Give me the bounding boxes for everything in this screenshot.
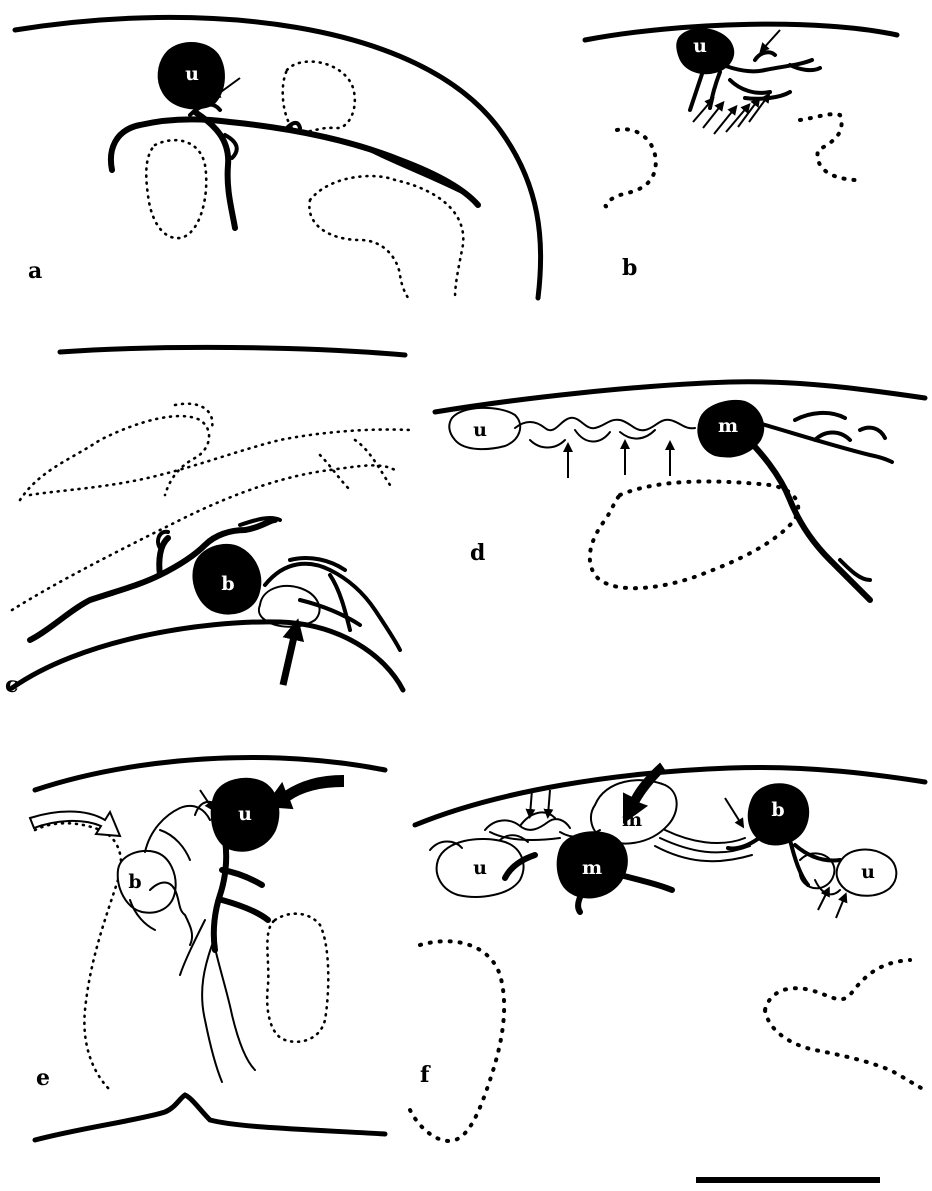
dendrite — [190, 105, 470, 196]
arrow — [714, 108, 735, 134]
dendrite — [111, 119, 478, 205]
arrow — [818, 890, 828, 910]
nucleus-outline — [30, 429, 410, 495]
panel-label: d — [470, 540, 485, 566]
section-boundary — [15, 17, 541, 298]
nucleus-outline — [146, 140, 206, 238]
section-boundary — [585, 24, 897, 40]
cell-label: b — [771, 799, 784, 821]
cell-label: u — [238, 803, 252, 825]
arrow — [725, 798, 742, 825]
cell-label: u — [185, 63, 199, 85]
cell-label: b — [128, 871, 141, 893]
cell-label: u — [473, 419, 487, 441]
panel-a: u a — [15, 17, 541, 298]
section-boundary — [60, 347, 405, 355]
arrow — [548, 790, 550, 815]
section-boundary — [435, 382, 925, 412]
cell-label: m — [718, 415, 738, 437]
dendrite — [740, 432, 870, 600]
arrow — [762, 30, 780, 50]
panel-label: f — [420, 1062, 431, 1088]
nucleus-outline — [606, 129, 656, 206]
panel-b: u b — [585, 24, 897, 281]
nucleus-outline — [309, 176, 463, 298]
large-arrow-filled — [266, 776, 343, 808]
panel-label: a — [28, 258, 42, 284]
nucleus-outline — [800, 114, 855, 180]
nucleus-outline — [590, 481, 798, 588]
dendrite — [195, 112, 235, 228]
arrow — [283, 628, 296, 685]
nucleus-outline — [765, 960, 925, 1090]
cell-label: u — [473, 857, 487, 879]
dendrite — [214, 840, 268, 950]
panel-e: u b e — [30, 757, 385, 1140]
panel-f: u m m b u f — [410, 764, 925, 1141]
axon-terminals — [515, 418, 695, 448]
panel-c: b c — [5, 347, 410, 698]
cell-label: m — [582, 857, 602, 879]
section-boundary — [35, 1095, 385, 1140]
section-boundary — [12, 622, 403, 690]
nucleus-outline — [20, 416, 209, 500]
nucleus-outline — [35, 823, 121, 1090]
nucleus-outline — [175, 404, 390, 490]
arrow — [836, 896, 845, 918]
cell-label: u — [861, 861, 875, 883]
panel-label: e — [36, 1065, 50, 1091]
panel-d: u m d — [435, 382, 925, 600]
cell-label: b — [221, 573, 234, 595]
nucleus-outline — [267, 914, 328, 1042]
nucleus-outline — [410, 941, 504, 1141]
panel-label: c — [5, 672, 18, 698]
cell-label: u — [693, 35, 707, 57]
panel-label: b — [622, 255, 637, 281]
arrow — [530, 790, 532, 815]
